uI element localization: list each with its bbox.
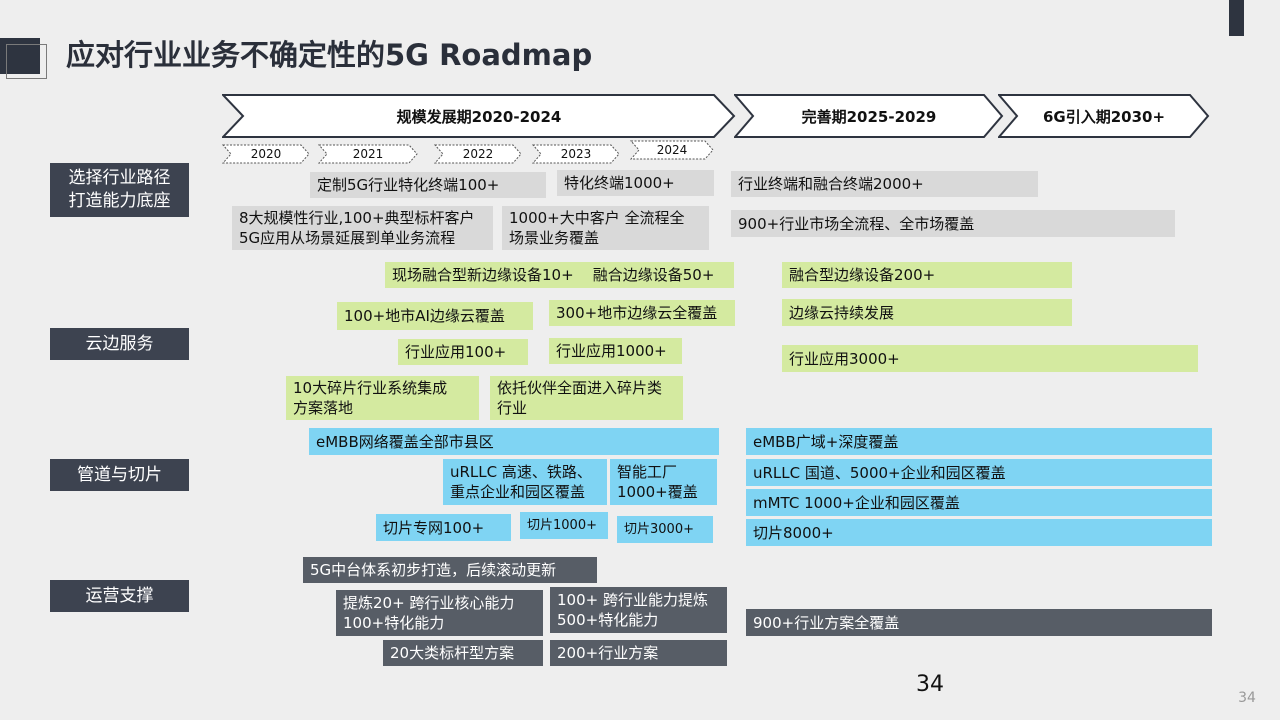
phase-label: 规模发展期2020-2024	[396, 107, 562, 126]
roadmap-item: 边缘云持续发展	[782, 299, 1072, 326]
roadmap-item: uRLLC 国道、5000+企业和园区覆盖	[746, 459, 1212, 486]
phase-arrow-2: 完善期2025-2029	[734, 94, 1004, 138]
roadmap-item: 100+地市AI边缘云覆盖	[337, 302, 533, 330]
roadmap-item: 智能工厂 1000+覆盖	[610, 459, 717, 505]
roadmap-item: 定制5G行业特化终端100+	[310, 172, 546, 198]
roadmap-item: 行业应用1000+	[549, 338, 682, 364]
category-operations-support: 运营支撑	[50, 580, 189, 612]
top-bar-decoration	[1229, 0, 1244, 36]
roadmap-item: 行业终端和融合终端2000+	[731, 171, 1038, 197]
roadmap-item: 10大碎片行业系统集成 方案落地	[286, 376, 479, 420]
roadmap-item: 900+行业方案全覆盖	[746, 609, 1212, 636]
slide-title: 应对行业业务不确定性的5G Roadmap	[66, 38, 593, 72]
roadmap-item: 提炼20+ 跨行业核心能力 100+特化能力	[336, 590, 543, 636]
roadmap-item: 现场融合型新边缘设备10+ 融合边缘设备50+	[385, 262, 734, 288]
page-number: 34	[916, 672, 944, 697]
year-2021: 2021	[318, 144, 418, 164]
roadmap-item: 20大类标杆型方案	[383, 640, 543, 666]
phase-arrow-1: 规模发展期2020-2024	[222, 94, 736, 138]
roadmap-item: 切片1000+	[520, 512, 608, 539]
roadmap-item: 特化终端1000+	[557, 170, 714, 196]
roadmap-item: 300+地市边缘云全覆盖	[549, 300, 735, 326]
year-2024: 2024	[630, 140, 714, 160]
roadmap-item: 900+行业市场全流程、全市场覆盖	[731, 210, 1175, 237]
category-cloud-edge: 云边服务	[50, 328, 189, 360]
category-pipeline-slicing: 管道与切片	[50, 459, 189, 491]
phase-label: 完善期2025-2029	[801, 107, 937, 126]
roadmap-item: eMBB广域+深度覆盖	[746, 428, 1212, 455]
roadmap-item: 行业应用100+	[398, 339, 528, 365]
roadmap-item: 切片3000+	[617, 516, 713, 543]
year-2023: 2023	[532, 144, 620, 164]
phase-label: 6G引入期2030+	[1042, 107, 1166, 126]
roadmap-item: 5G中台体系初步打造，后续滚动更新	[303, 557, 597, 583]
roadmap-item: 融合型边缘设备200+	[782, 262, 1072, 288]
roadmap-item: 200+行业方案	[550, 640, 727, 666]
category-industry-path: 选择行业路径 打造能力底座	[50, 163, 189, 217]
roadmap-item: 1000+大中客户 全流程全 场景业务覆盖	[502, 206, 709, 250]
roadmap-item: 8大规模性行业,100+典型标杆客户 5G应用从场景延展到单业务流程	[232, 206, 493, 250]
year-2022: 2022	[434, 144, 522, 164]
roadmap-item: 100+ 跨行业能力提炼 500+特化能力	[550, 587, 727, 633]
roadmap-item: 切片8000+	[746, 519, 1212, 546]
roadmap-item: mMTC 1000+企业和园区覆盖	[746, 489, 1212, 516]
corner-outline-decoration	[6, 44, 47, 79]
roadmap-item: eMBB网络覆盖全部市县区	[309, 428, 719, 455]
roadmap-item: 行业应用3000+	[782, 345, 1198, 372]
phase-arrow-3: 6G引入期2030+	[998, 94, 1210, 138]
roadmap-item: 切片专网100+	[376, 514, 511, 541]
year-2020: 2020	[222, 144, 310, 164]
roadmap-item: 依托伙伴全面进入碎片类 行业	[490, 376, 683, 420]
roadmap-item: uRLLC 高速、铁路、 重点企业和园区覆盖	[443, 459, 607, 505]
page-number-corner: 34	[1238, 690, 1256, 706]
